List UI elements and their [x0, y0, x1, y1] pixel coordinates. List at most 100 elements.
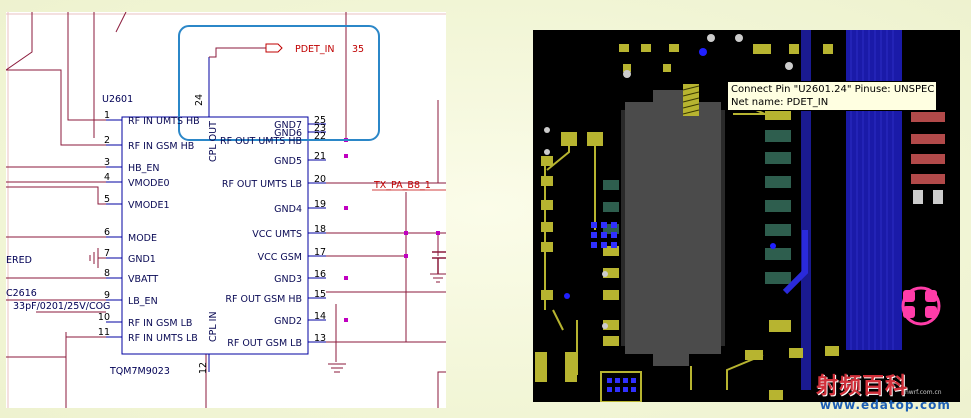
- right-pin-name: RF OUT GSM HB: [225, 294, 302, 305]
- pcb-small-caption: hwrf.com.cn: [905, 389, 942, 396]
- watermark-url: www.edatop.com: [820, 398, 951, 412]
- right-pin-name: GND5: [274, 156, 302, 167]
- left-pin-number: 6: [104, 227, 110, 238]
- pcb-layout-panel[interactable]: hwrf.com.cn Connect Pin "U2601.24" Pinus…: [533, 30, 960, 402]
- left-pin-name: VBATT: [128, 274, 158, 285]
- yellow-traces: [544, 89, 802, 390]
- right-pin-number: 18: [314, 224, 326, 235]
- left-pin-name: RF IN UMTS HB: [128, 116, 200, 127]
- blue-vias: [564, 48, 776, 299]
- right-pin-number: 16: [314, 269, 326, 280]
- left-pin-name: RF IN GSM LB: [128, 318, 192, 329]
- left-pin-name: VMODE1: [128, 200, 170, 211]
- pdet-offpage-flag: [265, 43, 283, 53]
- bottom-right-pads: [745, 346, 839, 400]
- right-pin-name: RF OUT UMTS LB: [222, 179, 302, 190]
- blue-diagonal-trace: [782, 230, 808, 295]
- right-pin-name: RF OUT UMTS HB: [220, 136, 302, 147]
- cap-ref-label: C2616: [6, 288, 37, 299]
- left-pin-name: LB_EN: [128, 296, 158, 307]
- right-pin-name: GND7: [274, 120, 302, 131]
- yellow-pad-column-right: [765, 108, 791, 332]
- ref-designator: U2601: [102, 94, 133, 105]
- tooltip-line-connect: Connect Pin "U2601.24" Pinuse: UNSPEC: [731, 84, 935, 95]
- blue-via-grid: [591, 222, 617, 248]
- right-pin-number: 23: [314, 123, 326, 134]
- partial-net-label: ERED: [6, 255, 32, 266]
- right-pin-number: 17: [314, 247, 326, 258]
- left-pin-name: RF IN GSM HB: [128, 141, 194, 152]
- tx-net-label: TX_PA_B8_1: [373, 180, 431, 191]
- left-pin-name: RF IN UMTS LB: [128, 333, 198, 344]
- schematic-panel: PDET_IN 35 U2601 TQM7M9023: [6, 12, 446, 408]
- left-pin-name: MODE: [128, 233, 157, 244]
- left-pin-number: 3: [104, 157, 110, 168]
- pa-module-body[interactable]: [625, 102, 721, 354]
- pin24-number: 24: [194, 94, 205, 106]
- right-pin-number: 13: [314, 333, 326, 344]
- left-pin-number: 4: [104, 172, 110, 183]
- pdet-net-number: 35: [352, 44, 364, 55]
- bottom-pad-outline: [600, 371, 642, 402]
- bottom-yellow-trace: [726, 354, 764, 390]
- u2601-chip-body[interactable]: [121, 116, 309, 355]
- blue-trace-vertical: [801, 30, 811, 390]
- gnd-symbol-left: [89, 248, 99, 268]
- magenta-ring: [901, 286, 941, 326]
- left-pin-name: VMODE0: [128, 178, 170, 189]
- connect-pin-tooltip: Connect Pin "U2601.24" Pinuse: UNSPEC Ne…: [727, 81, 937, 111]
- left-pin-number: 9: [104, 290, 110, 301]
- teal-pad-column: [765, 130, 791, 284]
- yellow-pad-column-left: [535, 132, 619, 382]
- wire-pin18: [326, 232, 407, 342]
- left-pin-name: HB_EN: [128, 163, 160, 174]
- left-pin-number: 10: [98, 312, 110, 323]
- left-pin-number: 1: [104, 110, 110, 121]
- junction-dots: [344, 138, 440, 322]
- pin12-name: CPL IN: [208, 311, 219, 342]
- pin24-hatch: [682, 85, 700, 115]
- right-pin-name: GND2: [274, 316, 302, 327]
- right-pin-name: RF OUT GSM LB: [227, 338, 302, 349]
- left-pin-number: 2: [104, 135, 110, 146]
- gnd-symbol-right: [328, 363, 346, 373]
- wire-pin1: [67, 12, 106, 121]
- cap-value-label: 33pF/0201/25V/COG: [13, 301, 110, 312]
- pa-module-top-tab: [653, 90, 689, 104]
- part-number: TQM7M9023: [109, 366, 170, 377]
- gnd-symbol-cap: [430, 273, 446, 283]
- pdet-wire: [209, 47, 266, 58]
- pa-module-edge-right: [721, 110, 725, 346]
- highlight-box: [178, 25, 380, 141]
- right-pin-number: 20: [314, 174, 326, 185]
- right-pin-number: 14: [314, 311, 326, 322]
- top-strip-pads: [619, 44, 833, 72]
- right-edge-pads: [911, 112, 945, 184]
- left-pin-name: GND1: [128, 254, 156, 265]
- wire-right-top: [326, 12, 347, 141]
- watermark: 射频百科 www.edatop.com: [812, 368, 968, 416]
- wire-pin2: [6, 69, 106, 146]
- teal-pad-column-left: [603, 180, 619, 234]
- right-pin-name: VCC UMTS: [252, 229, 302, 240]
- pa-module-edge-left: [621, 110, 625, 346]
- right-pin-name: VCC GSM: [258, 252, 302, 263]
- right-pin-name: GND4: [274, 204, 302, 215]
- tooltip-line-netname: Net name: PDET_IN: [731, 97, 829, 108]
- blue-ground-plane: [846, 30, 902, 350]
- right-pin-number: 19: [314, 199, 326, 210]
- left-pin-group: 1 RF IN UMTS HB 2 RF IN GSM HB 3HB_EN 4VMODE0…: [98, 110, 200, 344]
- pin24-name: CPL OUT: [208, 121, 219, 162]
- left-pin-number: 8: [104, 268, 110, 279]
- wire-top-4: [115, 12, 127, 33]
- right-pin-name: GND3: [274, 274, 302, 285]
- right-pin-stubs: [308, 123, 326, 343]
- pa-module-bottom-tab: [653, 352, 689, 366]
- blue-via-grid-bottom: [607, 378, 636, 392]
- wire-bottom-right: [437, 371, 446, 408]
- right-pin-number: 21: [314, 151, 326, 162]
- capacitor-symbol: [432, 251, 446, 274]
- left-pin-number: 5: [104, 194, 110, 205]
- right-pin-number: 22: [314, 131, 326, 142]
